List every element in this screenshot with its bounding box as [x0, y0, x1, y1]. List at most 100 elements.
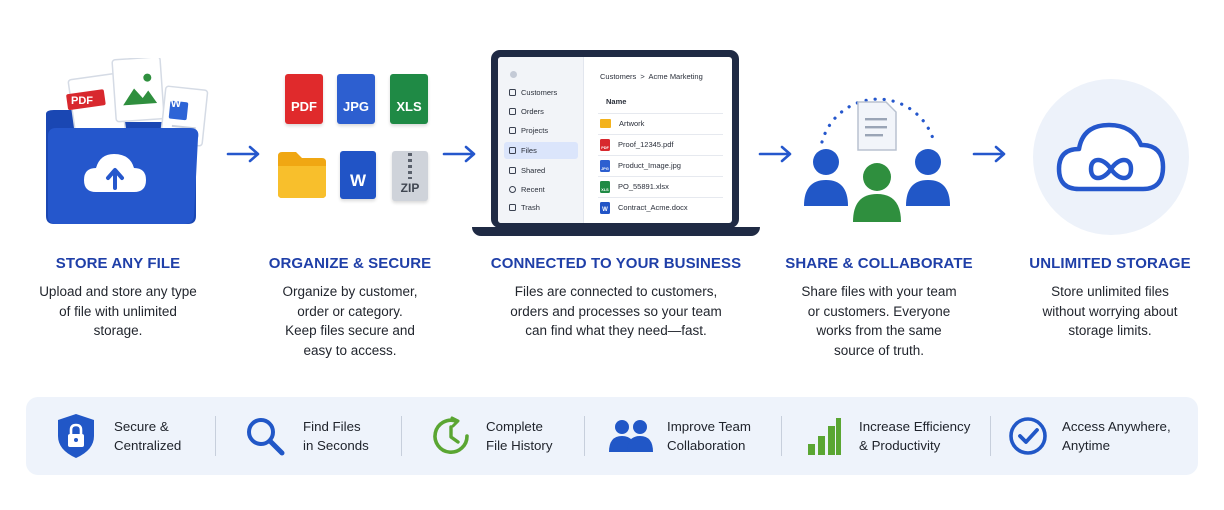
- team-person-center-icon: [853, 163, 901, 222]
- file-row[interactable]: PDF Proof_12345.pdf: [598, 134, 723, 154]
- stage-desc-store: Upload and store any type of file with u…: [39, 284, 197, 339]
- shared-icon: [509, 167, 516, 174]
- feature-divider: [215, 416, 216, 456]
- unlimited-cloud-illustration: [1033, 79, 1189, 235]
- files-icon: [509, 147, 516, 154]
- file-name: PO_55891.xlsx: [618, 182, 669, 191]
- xls-tile-icon: XLS: [390, 74, 428, 124]
- team-icon: [609, 420, 653, 452]
- stage-desc-connected: Files are connected to customers, orders…: [510, 284, 722, 339]
- sidebar-item-label: Trash: [521, 203, 540, 212]
- feature-secure: Secure & Centralized: [54, 397, 181, 475]
- zip-tile-icon: ZIP: [392, 151, 428, 201]
- zip-tile-label: ZIP: [400, 181, 420, 195]
- sidebar-item-label: Shared: [521, 166, 546, 175]
- feature-divider: [990, 416, 991, 456]
- xls-file-icon: XLS: [600, 180, 610, 193]
- folder-icon: [278, 152, 326, 198]
- feature-bar: [26, 397, 1198, 475]
- stage-title-connected: CONNECTED TO YOUR BUSINESS: [490, 255, 742, 272]
- file-name: Contract_Acme.docx: [618, 203, 688, 212]
- pdf-file-icon: PDF: [600, 138, 610, 151]
- sidebar-item-projects[interactable]: Projects: [504, 122, 578, 139]
- pdf-tile-icon: PDF: [285, 74, 323, 124]
- stage-desc-organize: Organize by customer, order or category.…: [282, 284, 418, 358]
- jpg-tile-icon: JPG: [337, 74, 375, 124]
- word-tile-label: W: [349, 171, 367, 190]
- sidebar-item-trash[interactable]: Trash: [504, 199, 578, 216]
- name-column-header[interactable]: Name: [606, 97, 627, 106]
- projects-icon: [509, 127, 516, 134]
- share-team-illustration: [804, 97, 950, 222]
- stage-title-share: SHARE & COLLABORATE: [785, 255, 973, 272]
- home-icon: [509, 89, 516, 96]
- flow-arrow-icon: [972, 145, 1006, 163]
- stage-title-store: STORE ANY FILE: [55, 255, 181, 272]
- app-sidebar: Customers Orders Projects Files Shared R…: [498, 57, 584, 223]
- orders-icon: [509, 108, 516, 115]
- sidebar-item-label: Orders: [521, 107, 544, 116]
- file-row[interactable]: XLS PO_55891.xlsx: [598, 176, 723, 196]
- pdf-tile-label: PDF: [291, 99, 317, 114]
- feature-label: Access Anywhere, Anytime: [1062, 419, 1171, 453]
- clock-history-icon: [433, 416, 469, 454]
- team-person-left-icon: [804, 149, 848, 206]
- sidebar-item-customers[interactable]: Customers: [504, 84, 578, 101]
- sidebar-item-label: Recent: [521, 185, 545, 194]
- word-tile-icon: W: [340, 151, 376, 199]
- jpg-file-icon: JPG: [600, 159, 610, 172]
- trash-icon: [509, 204, 516, 211]
- file-row[interactable]: Artwork: [598, 113, 723, 133]
- feature-find: Find Files in Seconds: [244, 397, 369, 475]
- app-dot-icon: [510, 71, 517, 78]
- feature-label: Secure & Centralized: [114, 419, 182, 453]
- file-name: Product_Image.jpg: [618, 161, 681, 170]
- sidebar-item-orders[interactable]: Orders: [504, 103, 578, 120]
- feature-collaboration: Improve Team Collaboration: [609, 397, 751, 475]
- breadcrumb[interactable]: Customers > Acme Marketing: [600, 72, 703, 81]
- flow-arrow-icon: [758, 145, 792, 163]
- sidebar-item-files[interactable]: Files: [504, 142, 578, 159]
- jpg-tile-label: JPG: [342, 99, 369, 114]
- feature-divider: [401, 416, 402, 456]
- cloud-icon: [1056, 122, 1166, 192]
- feature-label: Complete File History: [486, 419, 553, 453]
- word-badge-label: W: [170, 98, 182, 110]
- feature-efficiency: Increase Efficiency & Productivity: [806, 397, 970, 475]
- document-icon: [857, 101, 897, 151]
- check-circle-icon: [1009, 417, 1047, 455]
- recent-icon: [509, 186, 516, 193]
- xls-tile-label: XLS: [396, 99, 422, 114]
- magnifier-icon: [247, 418, 285, 456]
- laptop-screen-app: Customers Orders Projects Files Shared R…: [498, 57, 732, 223]
- feature-history: Complete File History: [430, 397, 553, 475]
- feature-label: Find Files in Seconds: [303, 419, 369, 453]
- feature-label: Improve Team Collaboration: [667, 419, 752, 453]
- file-row[interactable]: JPG Product_Image.jpg: [598, 155, 723, 175]
- sidebar-item-recent[interactable]: Recent: [504, 181, 578, 198]
- shield-lock-icon: [58, 414, 94, 458]
- feature-divider: [584, 416, 585, 456]
- sidebar-item-shared[interactable]: Shared: [504, 162, 578, 179]
- flow-arrow-icon: [442, 145, 476, 163]
- file-name: Proof_12345.pdf: [618, 140, 674, 149]
- stage-desc-share: Share files with your team or customers.…: [801, 284, 957, 358]
- pdf-badge-label: PDF: [71, 95, 93, 107]
- stage-desc-unlimited: Store unlimited files without worrying a…: [1042, 284, 1178, 339]
- stage-title-organize: ORGANIZE & SECURE: [268, 255, 432, 272]
- infinity-icon: [1088, 157, 1134, 181]
- laptop-base: [472, 227, 760, 236]
- feature-label: Increase Efficiency & Productivity: [859, 419, 971, 453]
- file-row[interactable]: W Contract_Acme.docx: [598, 197, 723, 217]
- folder-icon: [600, 119, 611, 128]
- bar-growth-icon: [808, 418, 841, 455]
- stage-title-unlimited: UNLIMITED STORAGE: [1029, 255, 1191, 272]
- sidebar-item-label: Customers: [521, 88, 558, 97]
- team-person-right-icon: [906, 149, 950, 206]
- sidebar-item-label: Files: [521, 146, 537, 155]
- word-file-icon: W: [600, 201, 610, 214]
- sidebar-item-label: Projects: [521, 126, 549, 135]
- zipper-decoration: [408, 153, 412, 179]
- file-name: Artwork: [619, 119, 645, 128]
- flow-arrow-icon: [226, 145, 260, 163]
